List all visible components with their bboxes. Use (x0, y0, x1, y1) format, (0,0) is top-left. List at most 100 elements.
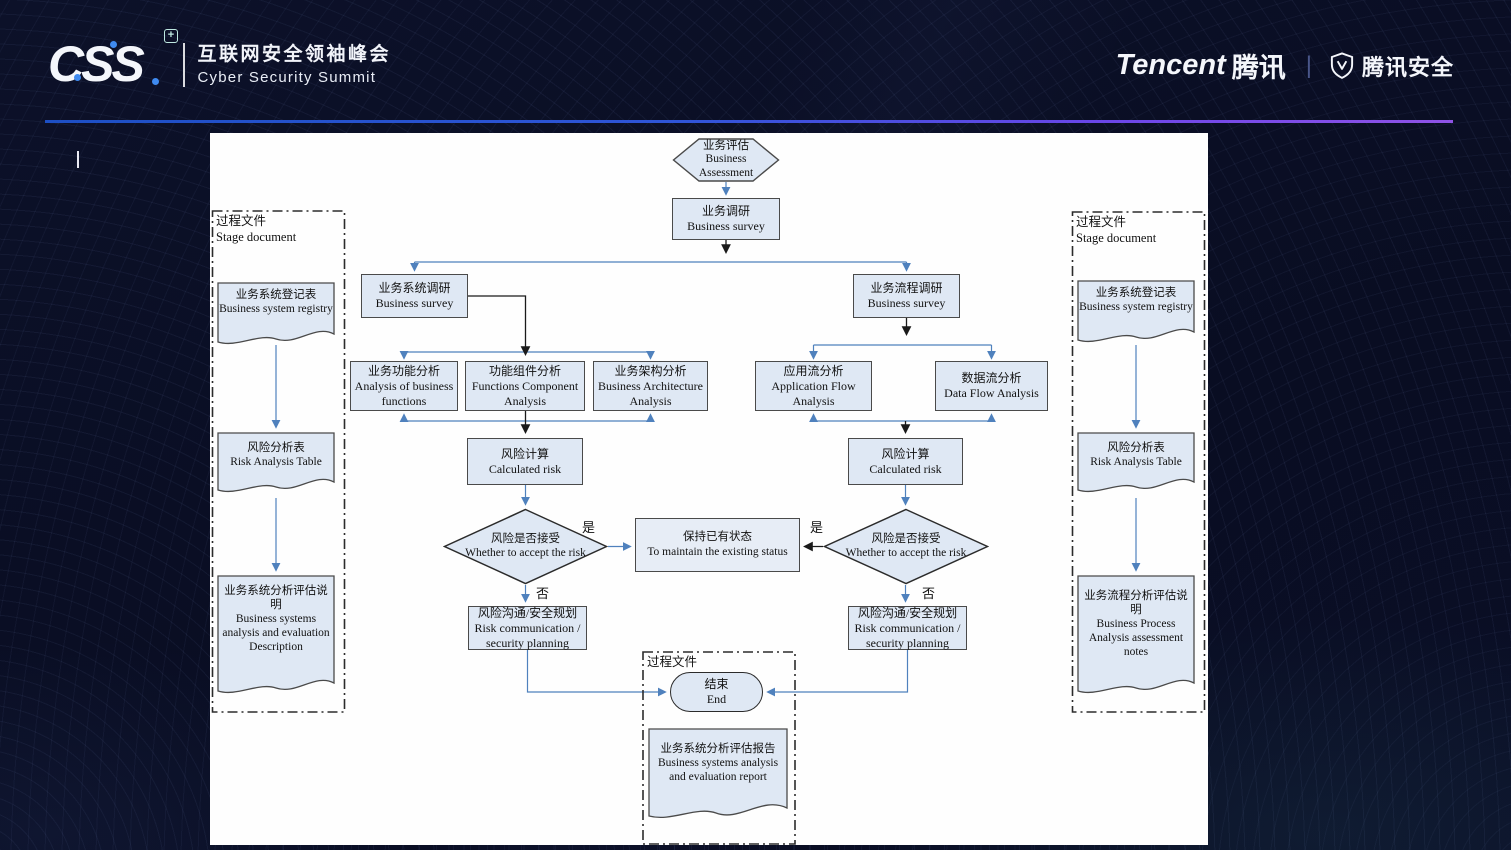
node-zh-label: 风险计算 (881, 446, 930, 461)
black-arrows (468, 240, 912, 552)
node-en-label: Business Architecture Analysis (598, 378, 703, 408)
node-en-label: Calculated risk (488, 461, 562, 476)
node-en-label: Data Flow Analysis (944, 386, 1039, 400)
doc-text: 业务系统登记表 Business system registry (219, 288, 333, 316)
stage-title-en: Stage document (216, 230, 297, 244)
node-en-label: To maintain the existing status (647, 546, 788, 558)
node-zh-label: 业务评估 (703, 139, 749, 152)
flowchart-connectors (211, 182, 1206, 845)
hexagon-shape (672, 138, 780, 182)
node-text: 业务评估 Business Assessment (680, 138, 772, 182)
node-zh-label: 风险计算 (500, 446, 549, 461)
stage-title-bottom: 过程文件 (647, 654, 697, 670)
summit-title-en: Cyber Security Summit (197, 68, 377, 86)
doc-business-system-registry-right: 业务系统登记表 Business system registry (1077, 280, 1195, 348)
doc-risk-analysis-table-left: 风险分析表 Risk Analysis Table (217, 432, 335, 498)
tencent-logo-zh: 腾讯 (1231, 53, 1286, 83)
node-zh-label: 业务流程调研 (870, 281, 943, 295)
node-application-flow-analysis: 应用流分析 Application Flow Analysis (755, 361, 872, 411)
css-logo: CSS (48, 29, 178, 96)
doc-zh-label: 业务系统登记表 (1095, 287, 1177, 299)
css-logo-text: CSS (48, 36, 145, 92)
logo-dot-icon (110, 41, 117, 48)
blue-arrows (271, 182, 1141, 697)
node-zh-label: 业务功能分析 (367, 363, 440, 378)
doc-text: 业务系统登记表 Business system registry (1079, 286, 1193, 314)
stage-box-bottom (642, 651, 796, 845)
node-risk-communication-left: 风险沟通/安全规划 Risk communication / security … (468, 606, 587, 650)
stage-title-zh: 过程文件 (647, 655, 698, 669)
tencent-security-label: 腾讯安全 (1361, 54, 1454, 80)
node-en-label: End (706, 692, 727, 706)
node-business-survey: 业务调研 Business survey (672, 198, 780, 240)
stage-box-right (1071, 211, 1206, 713)
label-yes-left: 是 (582, 520, 596, 535)
document-shape (217, 282, 335, 344)
doc-en-label: Business systems analysis and evaluation… (222, 613, 330, 653)
shield-icon (1330, 52, 1354, 79)
node-zh-label: 保持已有状态 (683, 531, 752, 543)
node-zh-label: 风险沟通/安全规划 (857, 605, 958, 620)
logo-pipe-divider: | (1305, 51, 1312, 79)
node-zh-label: 功能组件分析 (488, 363, 561, 378)
node-zh-label: 业务系统调研 (378, 281, 451, 295)
document-shape (217, 432, 335, 492)
node-maintain-status: 保持已有状态 To maintain the existing status (635, 518, 800, 572)
node-risk-decision-left: 风险是否接受 Whether to accept the risk (443, 508, 608, 585)
doc-text: 风险分析表 Risk Analysis Table (219, 441, 333, 469)
diamond-shape (443, 508, 608, 585)
flowchart-panel: 业务评估 Business Assessment 业务调研 Business s… (210, 133, 1208, 845)
node-en-label: Risk communication / security planning (854, 620, 961, 650)
node-component-analysis: 功能组件分析 Functions Component Analysis (465, 361, 585, 411)
node-risk-calculation-right: 风险计算 Calculated risk (848, 438, 963, 485)
doc-en-label: Risk Analysis Table (230, 456, 322, 468)
doc-zh-label: 风险分析表 (247, 442, 305, 454)
stage-title-zh: 过程文件 (216, 214, 267, 228)
node-en-label: Calculated risk (869, 461, 942, 476)
node-risk-decision-right: 风险是否接受 Whether to accept the risk (823, 508, 989, 585)
label-no-left: 否 (536, 586, 550, 601)
doc-zh-label: 业务系统分析评估报告 (660, 743, 776, 755)
node-business-process-survey: 业务流程调研 Business survey (853, 274, 960, 318)
node-text: 风险是否接受 Whether to accept the risk (451, 508, 600, 585)
summit-title-zh: 互联网安全领袖峰会 (197, 43, 392, 65)
node-en-label: Whether to accept the risk (465, 546, 586, 559)
stage-title-left: 过程文件 Stage document (216, 213, 296, 245)
doc-text: 业务系统分析评估说明 Business systems analysis and… (219, 584, 333, 654)
node-zh-label: 结束 (704, 677, 729, 691)
node-function-analysis: 业务功能分析 Analysis of business functions (350, 361, 458, 411)
node-zh-label: 应用流分析 (783, 363, 844, 378)
node-business-assessment: 业务评估 Business Assessment (672, 138, 780, 182)
doc-en-label: Business Process Analysis assessment not… (1088, 618, 1184, 658)
doc-process-analysis-notes-right: 业务流程分析评估说明 Business Process Analysis ass… (1077, 575, 1195, 700)
node-risk-calculation-left: 风险计算 Calculated risk (467, 438, 583, 485)
doc-business-system-registry-left: 业务系统登记表 Business system registry (217, 282, 335, 350)
node-risk-communication-right: 风险沟通/安全规划 Risk communication / security … (848, 606, 967, 650)
doc-en-label: Business systems analysis and evaluation… (657, 757, 779, 783)
doc-systems-analysis-description-left: 业务系统分析评估说明 Business systems analysis and… (217, 575, 335, 700)
summit-titles: 互联网安全领袖峰会 Cyber Security Summit (198, 43, 392, 88)
node-en-label: Risk communication / security planning (474, 620, 581, 650)
stage-title-right: 过程文件 Stage document (1076, 214, 1156, 246)
node-en-label: Business survey (687, 219, 765, 233)
css-summit-logo: CSS 互联网安全领袖峰会 Cyber Security Summit (48, 29, 392, 96)
node-architecture-analysis: 业务架构分析 Business Architecture Analysis (593, 361, 708, 411)
cursor-tick (77, 151, 79, 168)
node-zh-label: 风险是否接受 (871, 533, 941, 545)
stage-dashed-borders (211, 210, 1206, 845)
doc-risk-analysis-table-right: 风险分析表 Risk Analysis Table (1077, 432, 1195, 498)
plus-badge-icon (164, 29, 178, 43)
node-zh-label: 业务架构分析 (614, 363, 687, 378)
header-separator-line (45, 120, 1453, 123)
node-zh-label: 风险沟通/安全规划 (477, 605, 578, 620)
node-en-label: Functions Component Analysis (471, 378, 579, 408)
doc-zh-label: 业务系统分析评估说明 (224, 585, 328, 611)
node-zh-label: 业务调研 (701, 204, 750, 218)
document-shape (1077, 575, 1195, 693)
node-zh-label: 风险是否接受 (491, 533, 560, 545)
node-en-label: Business Assessment (698, 153, 754, 179)
doc-en-label: Risk Analysis Table (1090, 456, 1182, 468)
node-zh-label: 数据流分析 (961, 371, 1022, 385)
node-business-system-survey: 业务系统调研 Business survey (361, 274, 468, 318)
document-shape (648, 728, 788, 818)
